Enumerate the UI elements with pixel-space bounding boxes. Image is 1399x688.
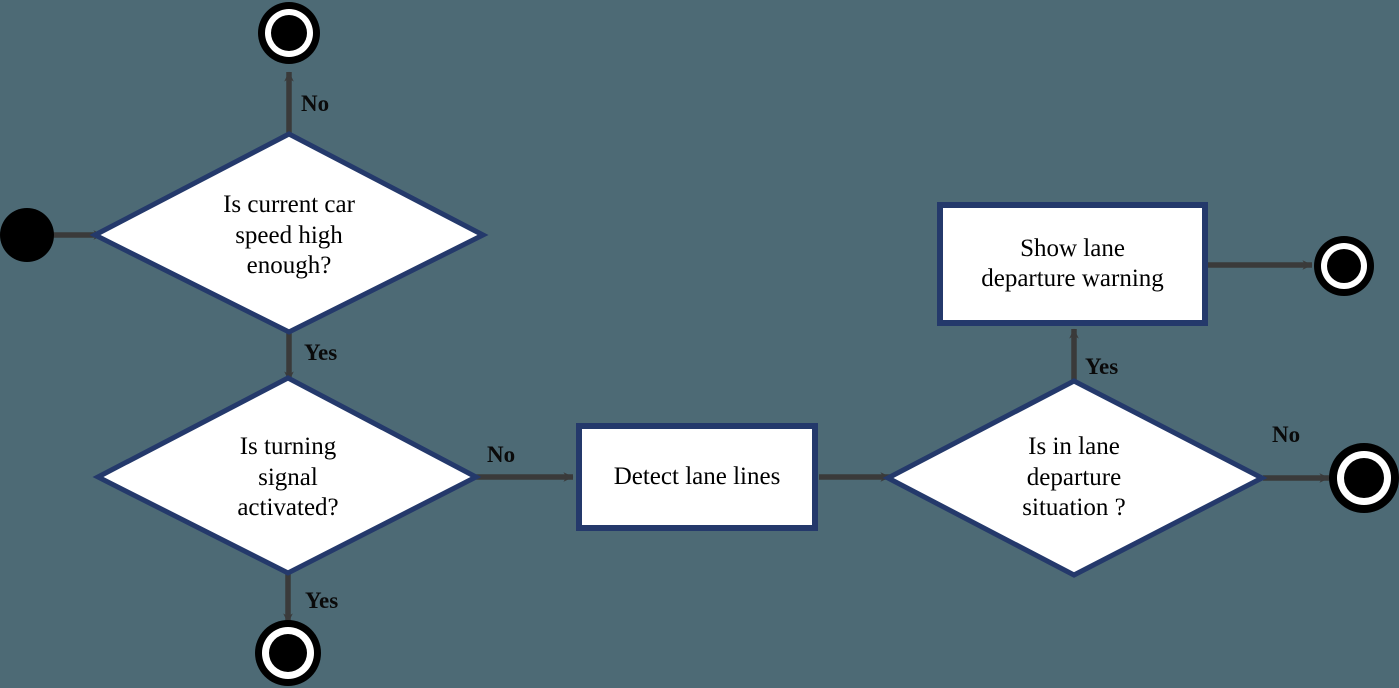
connector-group: [54, 71, 1330, 624]
edge-label-signal-no: No: [487, 442, 516, 467]
edge-label-departure-no: No: [1272, 422, 1301, 447]
decision-speed-shape[interactable]: [89, 131, 489, 335]
final-node-signal-yes[interactable]: [255, 620, 321, 686]
final-node-speed-no[interactable]: [258, 2, 320, 64]
edge-label-speed-no: No: [301, 91, 330, 116]
decision-departure-shape[interactable]: [882, 378, 1268, 578]
final-node-warning[interactable]: [1314, 236, 1374, 296]
action-warning-shape[interactable]: [937, 202, 1208, 326]
edge-label-signal-yes: Yes: [305, 588, 339, 613]
edge-label-speed-yes: Yes: [304, 340, 338, 365]
edge-label-departure-yes: Yes: [1085, 354, 1119, 379]
action-detect-shape[interactable]: [576, 423, 818, 531]
initial-node[interactable]: [0, 208, 54, 262]
decision-signal-shape[interactable]: [92, 375, 482, 576]
final-node-departure-no[interactable]: [1329, 443, 1399, 513]
